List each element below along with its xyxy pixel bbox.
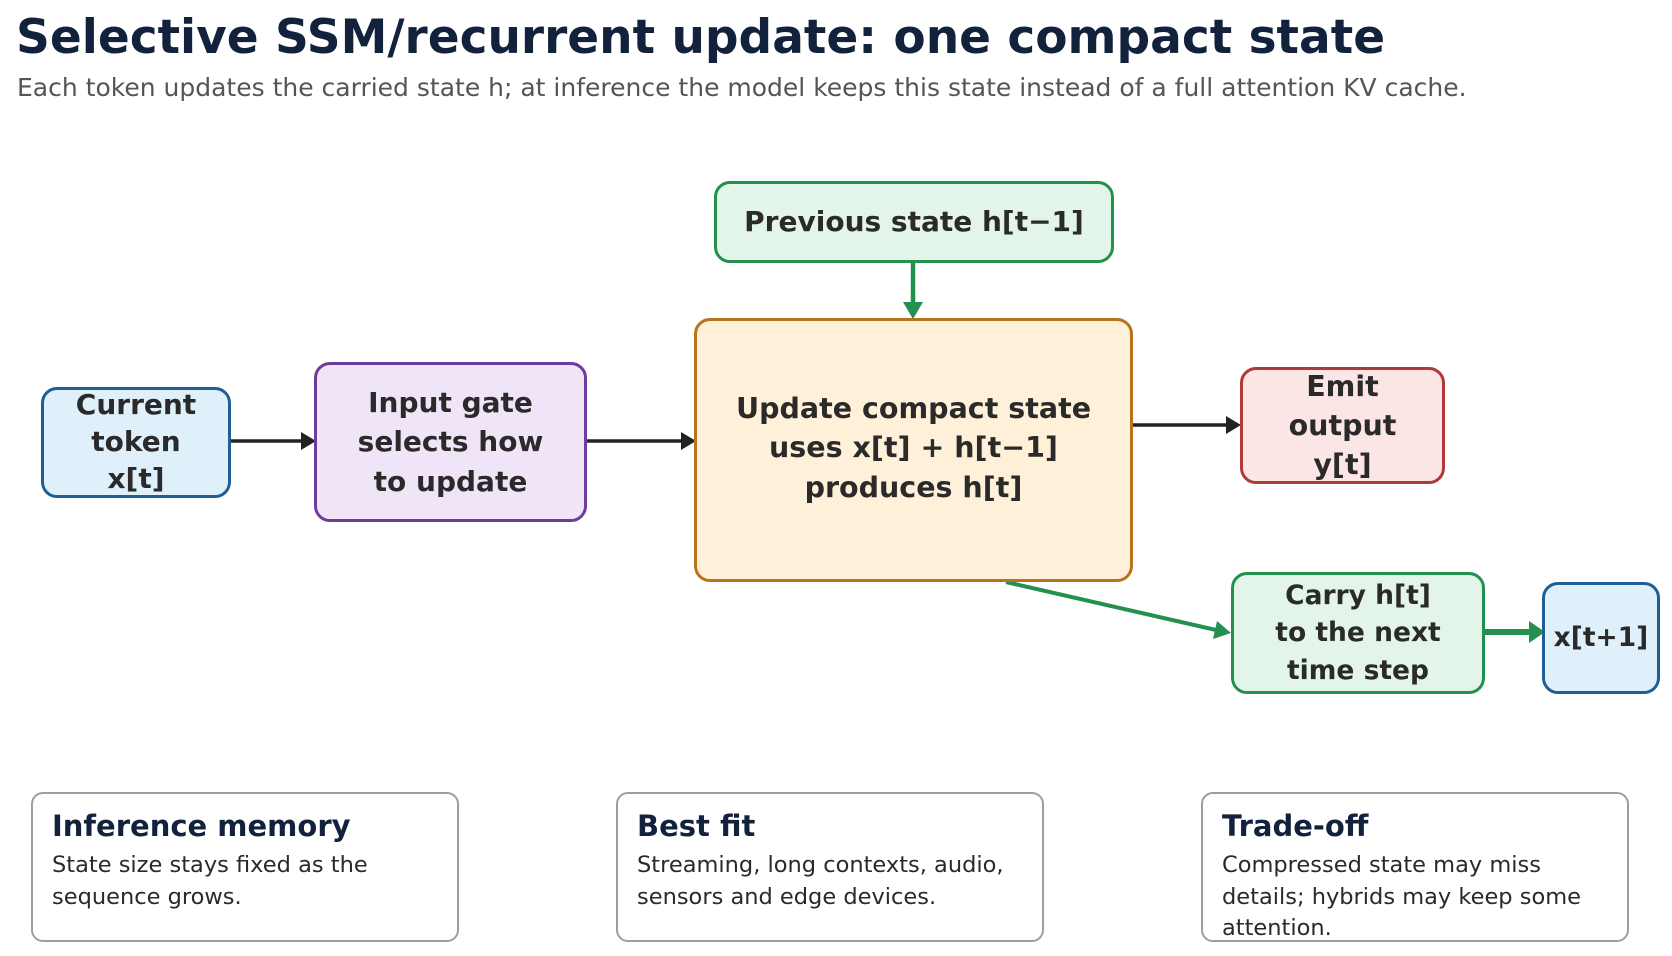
current-token-label: Current token x[t] (75, 388, 197, 495)
page-subtitle: Each token updates the carried state h; … (17, 73, 1467, 102)
previous-state-label: Previous state h[t−1] (744, 204, 1084, 238)
arrowhead-update-to-carry (1213, 621, 1231, 639)
card-text: State size stays fixed as the sequence g… (52, 852, 368, 910)
input-gate-label: Input gate selects how to update (357, 386, 544, 498)
arrowhead-update-to-emit (1226, 416, 1241, 434)
next-token-node: x[t+1] (1542, 582, 1660, 694)
card-title: Trade-off (1222, 809, 1369, 843)
card-text: Compressed state may miss details; hybri… (1222, 852, 1581, 941)
card-title: Inference memory (52, 809, 351, 843)
card-text: Streaming, long contexts, audio, sensors… (637, 852, 1004, 910)
arrowhead-carry-to-next (1529, 621, 1545, 643)
update-state-node: Update compact state uses x[t] + h[t−1] … (694, 318, 1133, 582)
previous-state-node: Previous state h[t−1] (714, 181, 1114, 263)
arrowhead-previous-to-update (903, 302, 923, 319)
emit-output-label: Emit output y[t] (1288, 369, 1397, 482)
page-title: Selective SSM/recurrent update: one comp… (16, 10, 1386, 65)
update-state-label: Update compact state uses x[t] + h[t−1] … (735, 392, 1092, 504)
emit-output-node: Emit output y[t] (1240, 367, 1445, 484)
next-token-label: x[t+1] (1553, 621, 1649, 653)
card-title: Best fit (637, 809, 756, 843)
arrowhead-gate-to-update (681, 432, 696, 450)
carry-state-label: Carry h[t] to the next time step (1275, 579, 1441, 686)
card-best-fit: Best fit Streaming, long contexts, audio… (616, 792, 1044, 942)
card-trade-off: Trade-off Compressed state may miss deta… (1201, 792, 1629, 942)
current-token-node: Current token x[t] (41, 387, 231, 498)
arrow-update-to-carry (1005, 580, 1217, 632)
input-gate-node: Input gate selects how to update (314, 362, 587, 522)
arrowhead-token-to-gate (301, 432, 316, 450)
card-inference-memory: Inference memory State size stays fixed … (31, 792, 459, 942)
carry-state-node: Carry h[t] to the next time step (1231, 572, 1485, 694)
